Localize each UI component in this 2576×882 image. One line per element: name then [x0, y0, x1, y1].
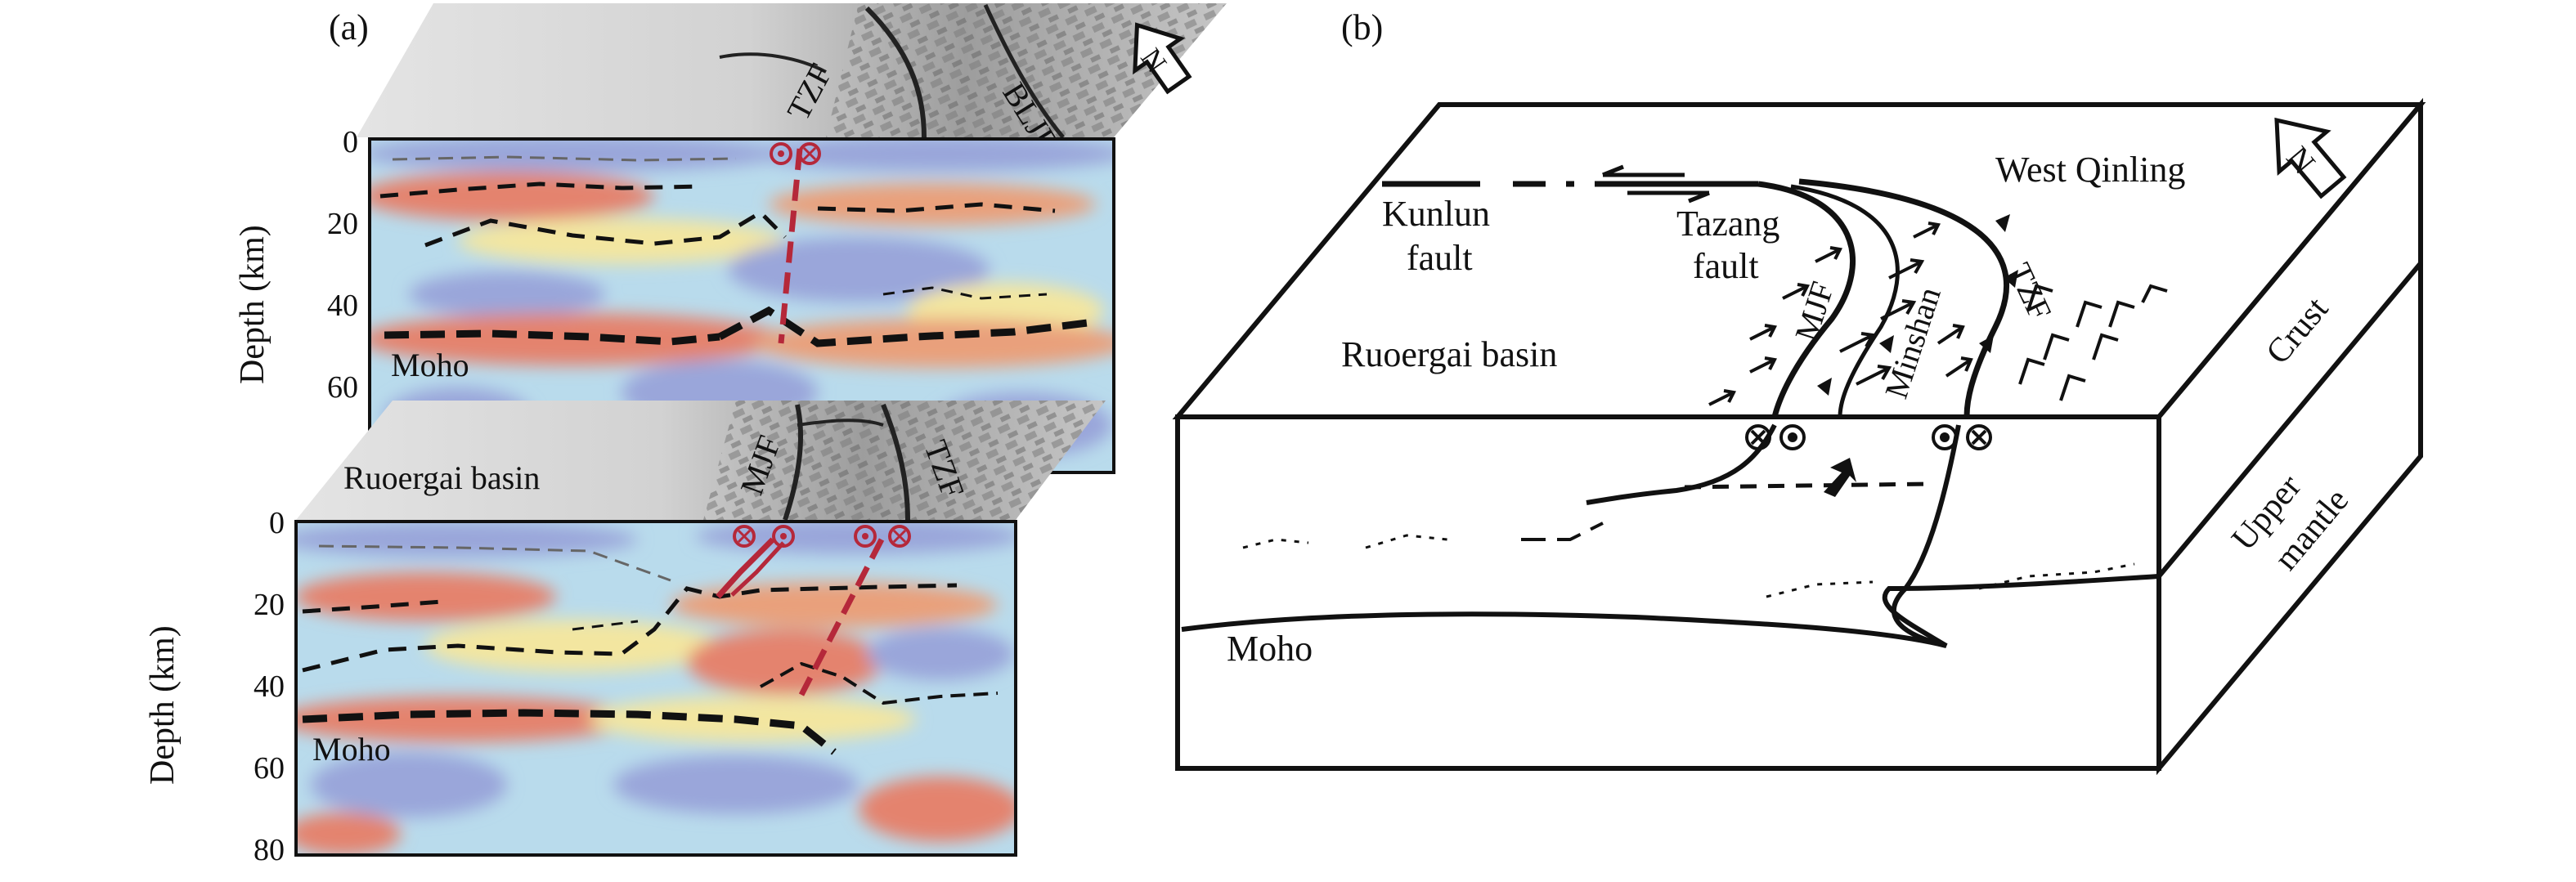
profile-lower-moho: Moho [312, 731, 391, 768]
motion-arrows [1708, 222, 2168, 406]
panel-b-letter: (b) [1341, 7, 1383, 47]
svg-text:0: 0 [343, 125, 358, 159]
strike-slip-symbol-in-lower-1 [733, 525, 756, 548]
svg-text:40: 40 [254, 669, 285, 704]
svg-text:Kunlun: Kunlun [1382, 194, 1490, 234]
svg-text:fault: fault [1693, 246, 1759, 286]
strike-slip-symbol-out-lower-1 [772, 525, 795, 548]
svg-text:Depth (km): Depth (km) [234, 225, 272, 384]
svg-text:60: 60 [327, 370, 358, 405]
map-upper: TZF BLJF [357, 3, 1227, 157]
svg-text:40: 40 [327, 289, 358, 323]
svg-text:Ruoergai basin: Ruoergai basin [1341, 334, 1557, 374]
profile-upper-axis: 0 20 40 60 Depth (km) [234, 125, 358, 405]
block-diagram [1172, 97, 2426, 776]
profile-upper-moho: Moho [391, 347, 469, 383]
surface-slip-symbols [1745, 424, 1992, 450]
svg-text:80: 80 [254, 833, 285, 867]
svg-text:20: 20 [254, 588, 285, 622]
kunlun-fault [1382, 164, 1758, 204]
slip-out-1 [1779, 424, 1806, 450]
down-arrow [1824, 458, 1856, 497]
slip-out-2 [1932, 424, 1958, 450]
map-lower-ruoergai-label: Ruoergai basin [343, 459, 540, 496]
fault-traces [1181, 178, 2160, 648]
strike-slip-symbol-in-lower-2 [888, 525, 911, 548]
slip-in-1 [1745, 424, 1771, 450]
profile-lower: Moho 0 20 40 60 80 Depth (km) [144, 506, 1017, 867]
strike-slip-symbol-out-lower-2 [854, 525, 877, 548]
fault-barbs [1817, 214, 2018, 396]
profile-lower-axis: 0 20 40 60 80 Depth (km) [144, 506, 285, 867]
strike-slip-symbol-in [798, 142, 821, 165]
svg-text:Tazang: Tazang [1676, 204, 1779, 244]
svg-text:60: 60 [254, 751, 285, 786]
map-lower: Ruoergai basin MJF TZF [296, 401, 1106, 521]
svg-text:20: 20 [327, 207, 358, 241]
svg-text:Depth (km): Depth (km) [144, 625, 182, 785]
svg-text:0: 0 [269, 506, 285, 540]
svg-text:Moho: Moho [1227, 629, 1313, 669]
svg-text:fault: fault [1407, 238, 1473, 278]
slip-in-2 [1966, 424, 1992, 450]
panel-a-letter: (a) [329, 7, 369, 47]
strike-slip-symbol-out [770, 142, 792, 165]
svg-text:West Qinling: West Qinling [1995, 150, 2185, 190]
dashed-traces [1242, 534, 2135, 598]
